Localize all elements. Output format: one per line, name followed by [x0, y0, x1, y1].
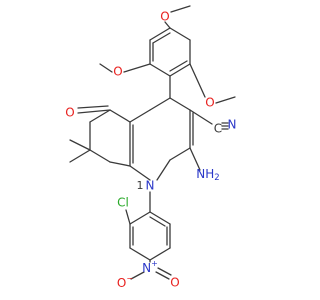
methoxy-right-methyl	[215, 96, 236, 104]
nitro-o-right-bond	[155, 271, 170, 280]
oxygen-ketone: O	[65, 106, 74, 120]
ring-a-bond-2	[169, 27, 191, 41]
ring-b-c4a-link	[129, 109, 151, 123]
methoxy-top-bond	[164, 21, 171, 29]
ring-a-double-2	[169, 60, 188, 72]
ring-b-c2-n1	[169, 147, 191, 161]
nitro-o-right-double	[157, 267, 172, 276]
amino-subscript: 2	[214, 173, 219, 183]
ring-c-c5-c6	[89, 109, 111, 123]
nitro-o-left-charge: −	[126, 274, 133, 283]
nitrile-bond	[189, 109, 213, 125]
ring-c-c8-c8a	[109, 161, 131, 167]
amino-group-label: NH2	[196, 167, 219, 183]
bond-lines	[69, 5, 236, 280]
oxygen-methoxy-left: O	[113, 65, 122, 79]
ring-nitrogen-locant: 1	[137, 179, 144, 192]
atom-labels: O O O O N C NH2 N 1 Cl N+ O− O	[65, 10, 236, 290]
ring-a-bond-5	[149, 63, 171, 77]
methoxy-top-methyl	[170, 5, 191, 13]
ring-d-bond-6	[149, 211, 171, 225]
methyl-b	[69, 149, 91, 163]
oxygen-methoxy-right: O	[205, 96, 214, 110]
ring-a-bond-4	[169, 63, 191, 77]
molecule-structure-diagram: O O O O N C NH2 N 1 Cl N+ O− O	[65, 5, 237, 290]
nitro-n: N	[142, 261, 151, 275]
nitro-n-charge: +	[151, 259, 158, 268]
c2-to-amino-bond	[189, 147, 201, 171]
ring-b-c4-c3	[169, 97, 191, 111]
methoxy-left-methyl	[99, 63, 113, 73]
nitro-group-nitrogen: N+	[142, 259, 158, 275]
ring-a-bond-1	[149, 27, 171, 41]
ring-c-c4a-c5	[109, 109, 131, 123]
chloro-bond	[125, 209, 131, 225]
ketone-double	[77, 105, 109, 109]
nitro-oxygen-double: O	[170, 276, 179, 290]
ring-b-n1-c8a	[129, 165, 151, 181]
ring-a-double-1	[152, 32, 171, 44]
nitro-o-left: O	[117, 276, 126, 290]
amino-nh: NH	[196, 167, 214, 181]
methoxy-left-bond	[123, 63, 151, 73]
ring-b-c4-c4a	[149, 97, 171, 111]
ring-d-bond-3	[129, 247, 151, 261]
nitro-o-left-bond	[130, 271, 145, 280]
ring-b-n1-bond	[156, 159, 171, 181]
oxygen-methoxy-top: O	[160, 10, 169, 24]
methyl-a	[69, 139, 91, 151]
chlorine-atom: Cl	[117, 196, 129, 210]
ketone-bond	[77, 109, 111, 114]
ring-c-c7-c8	[89, 149, 111, 163]
ring-d-double-3	[149, 216, 166, 227]
nitrogen-nitrile: N	[228, 118, 237, 132]
ring-d-bond-1	[129, 211, 151, 225]
ring-d-bond-4	[149, 247, 171, 261]
nitrogen-ring: N	[146, 179, 155, 193]
nitro-oxygen-anion: O−	[117, 274, 133, 290]
carbon-nitrile: C	[214, 122, 222, 136]
methoxy-right-bond	[189, 63, 206, 98]
